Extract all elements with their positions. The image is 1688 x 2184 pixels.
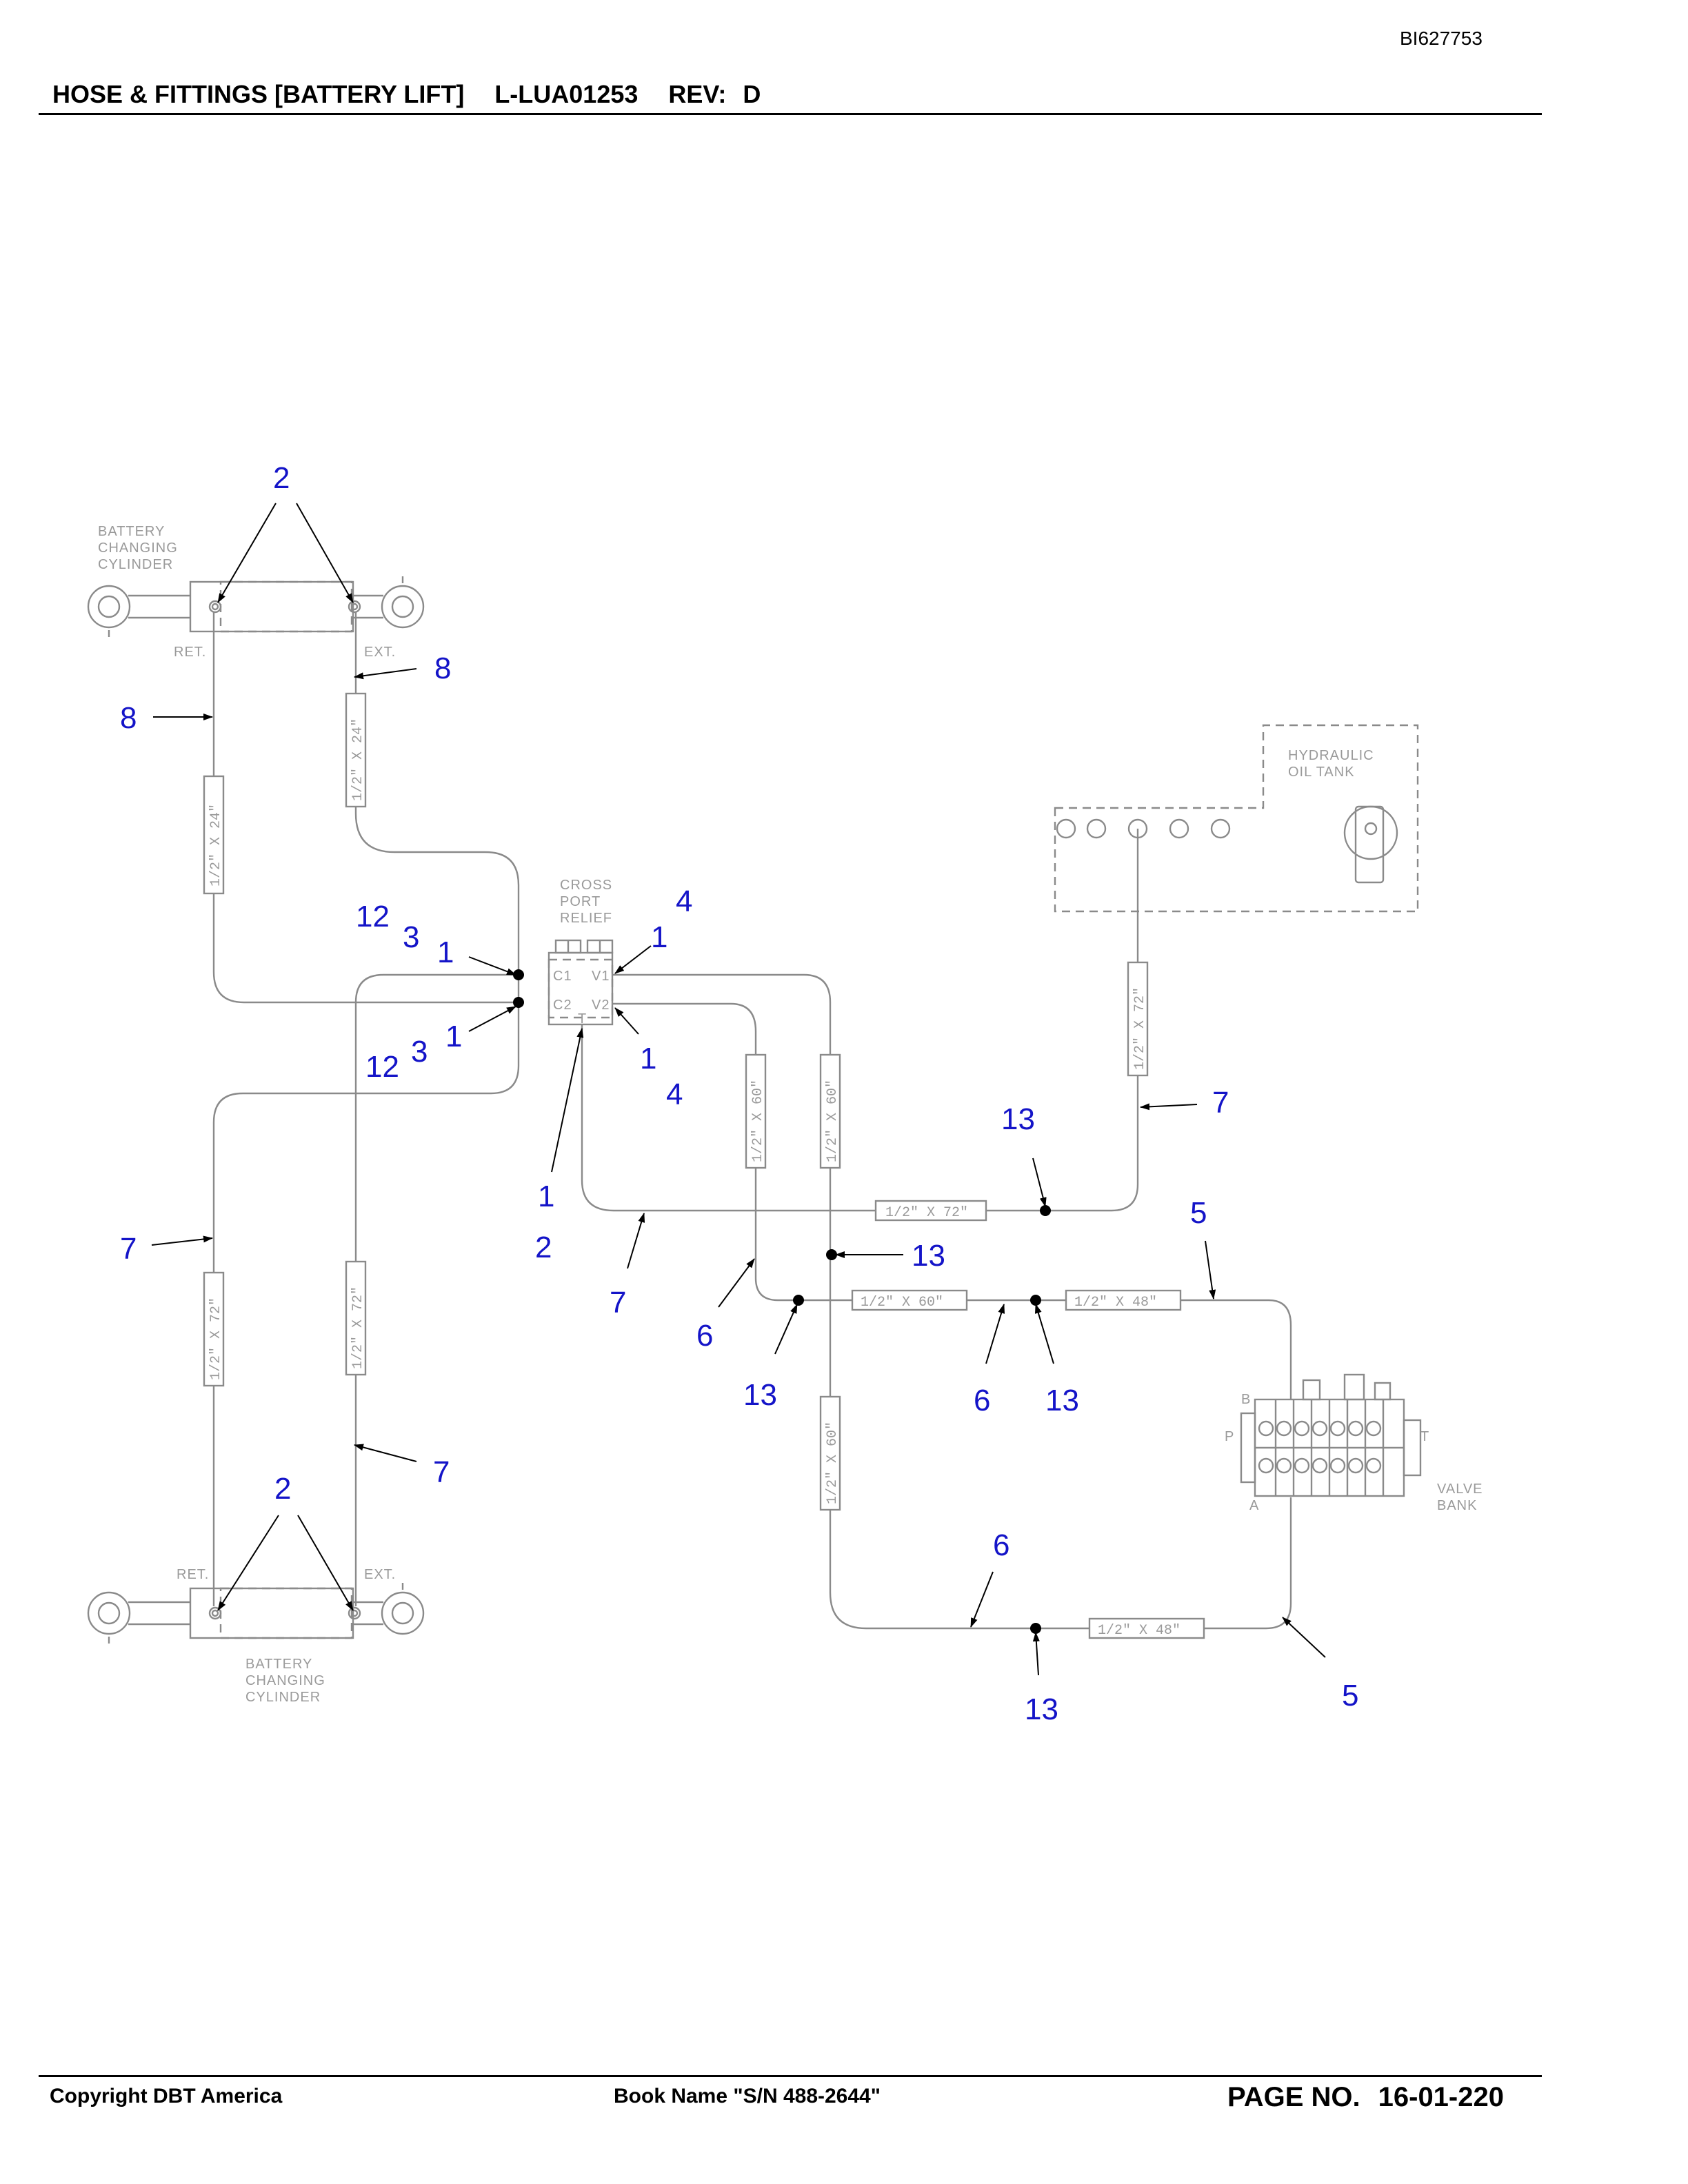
label-relief: RELIEF — [560, 911, 612, 926]
fitting-dots — [513, 969, 1051, 1634]
hose-left-72: 1/2" X 72" — [208, 1297, 224, 1380]
label-top-cylinder-1: BATTERY — [98, 524, 165, 539]
label-cross: CROSS — [560, 878, 612, 893]
footer-page: PAGE NO. 16-01-220 — [1227, 2082, 1504, 2113]
callout-8-left: 8 — [120, 701, 137, 735]
hose-48-lower: 1/2" X 48" — [1098, 1623, 1180, 1639]
hose-tank-72: 1/2" X 72" — [1132, 987, 1148, 1070]
label-ret-top: RET. — [174, 645, 206, 660]
label-ext-bottom: EXT. — [364, 1567, 396, 1582]
callout-13-e: 13 — [1025, 1692, 1058, 1726]
callout-6-a: 6 — [696, 1319, 713, 1353]
label-valve-b: B — [1241, 1392, 1251, 1407]
callout-8-right: 8 — [434, 651, 451, 685]
label-bottom-cylinder-3: CYLINDER — [245, 1690, 321, 1705]
label-valve-a: A — [1249, 1498, 1259, 1513]
callout-5-b: 5 — [1342, 1679, 1358, 1712]
hose-60-a: 1/2" X 60" — [750, 1080, 766, 1162]
header-rev: D — [743, 80, 761, 108]
footer-page-label: PAGE NO. — [1227, 2082, 1360, 2112]
footer-book-name: Book Name "S/N 488-2644" — [614, 2085, 881, 2107]
bottom-battery-cylinder — [87, 1583, 425, 1644]
label-bank: BANK — [1437, 1498, 1477, 1513]
hose-right-24: 1/2" X 24" — [350, 718, 366, 801]
callout-1-a: 1 — [437, 936, 454, 969]
hose-48-upper: 1/2" X 48" — [1074, 1295, 1157, 1311]
label-t: T — [578, 1011, 587, 1027]
top-battery-cylinder — [87, 576, 425, 637]
callout-13-d: 13 — [1045, 1384, 1079, 1417]
callout-1-e: 1 — [538, 1180, 554, 1213]
callout-3-a: 3 — [403, 920, 419, 954]
callout-1-c: 1 — [445, 1020, 462, 1053]
label-c2: C2 — [553, 998, 572, 1013]
page-header: HOSE & FITTINGS [BATTERY LIFT] L-LUA01253… — [52, 80, 1535, 109]
label-valve-t: T — [1420, 1429, 1429, 1444]
callout-12-a: 12 — [356, 900, 390, 933]
label-v2: V2 — [592, 998, 610, 1013]
label-bottom-cylinder-2: CHANGING — [245, 1673, 325, 1688]
hose-60-horizontal: 1/2" X 60" — [861, 1295, 943, 1311]
footer-page-number: 16-01-220 — [1378, 2082, 1504, 2112]
callout-3-b: 3 — [411, 1035, 428, 1069]
header-rule — [39, 113, 1542, 115]
hose-72-horizontal: 1/2" X 72" — [885, 1205, 968, 1221]
label-top-cylinder-3: CYLINDER — [98, 557, 173, 572]
label-v1: V1 — [592, 969, 610, 984]
callout-2-mid: 2 — [535, 1231, 552, 1264]
hose-length-boxes — [203, 692, 1205, 1639]
callout-7-d: 7 — [433, 1455, 450, 1489]
footer-rule — [39, 2075, 1542, 2077]
callout-7-a: 7 — [1212, 1086, 1229, 1120]
callout-13-b: 13 — [912, 1239, 945, 1273]
label-hydraulic: HYDRAULIC — [1288, 748, 1374, 763]
callout-leaders — [151, 503, 1326, 1676]
callout-6-b: 6 — [974, 1384, 990, 1417]
callout-13-a: 13 — [1001, 1102, 1035, 1136]
callout-numbers: 2 8 8 12 3 1 4 1 1 3 12 1 4 13 7 1 2 5 1… — [120, 461, 1358, 1726]
callout-7-b: 7 — [120, 1232, 137, 1266]
callout-12-b: 12 — [365, 1050, 399, 1084]
header-rev-label: REV: — [668, 80, 727, 108]
hose-60-b: 1/2" X 60" — [825, 1080, 841, 1162]
label-bottom-cylinder-1: BATTERY — [245, 1657, 312, 1672]
hose-left-24: 1/2" X 24" — [208, 804, 224, 887]
callout-2-top: 2 — [273, 461, 290, 495]
header-part-number: L-LUA01253 — [494, 80, 639, 108]
label-oil-tank: OIL TANK — [1288, 765, 1355, 780]
hose-mid-72: 1/2" X 72" — [350, 1286, 366, 1369]
hydraulic-oil-tank — [1054, 724, 1419, 913]
footer-copyright: Copyright DBT America — [50, 2085, 283, 2107]
label-valve: VALVE — [1437, 1482, 1483, 1497]
label-top-cylinder-2: CHANGING — [98, 540, 178, 556]
callout-4-b: 4 — [666, 1078, 683, 1111]
callout-6-c: 6 — [993, 1528, 1009, 1562]
hose-60-low: 1/2" X 60" — [825, 1422, 841, 1504]
callout-4-a: 4 — [676, 884, 692, 918]
header-title: HOSE & FITTINGS [BATTERY LIFT] — [52, 80, 465, 108]
callout-5-a: 5 — [1190, 1196, 1207, 1230]
cross-port-relief-valve — [547, 939, 614, 1026]
document-id: BI627753 — [1400, 28, 1483, 49]
callout-1-b: 1 — [651, 920, 667, 954]
label-port: PORT — [560, 894, 601, 909]
label-c1: C1 — [553, 969, 572, 984]
label-ext-top: EXT. — [364, 645, 396, 660]
callout-7-c: 7 — [610, 1286, 626, 1320]
valve-bank — [1240, 1373, 1422, 1497]
label-ret-bottom: RET. — [177, 1567, 209, 1582]
callout-13-c: 13 — [743, 1378, 777, 1412]
callout-2-bottom: 2 — [274, 1472, 291, 1506]
callout-1-d: 1 — [640, 1042, 656, 1075]
label-valve-p: P — [1225, 1429, 1234, 1444]
